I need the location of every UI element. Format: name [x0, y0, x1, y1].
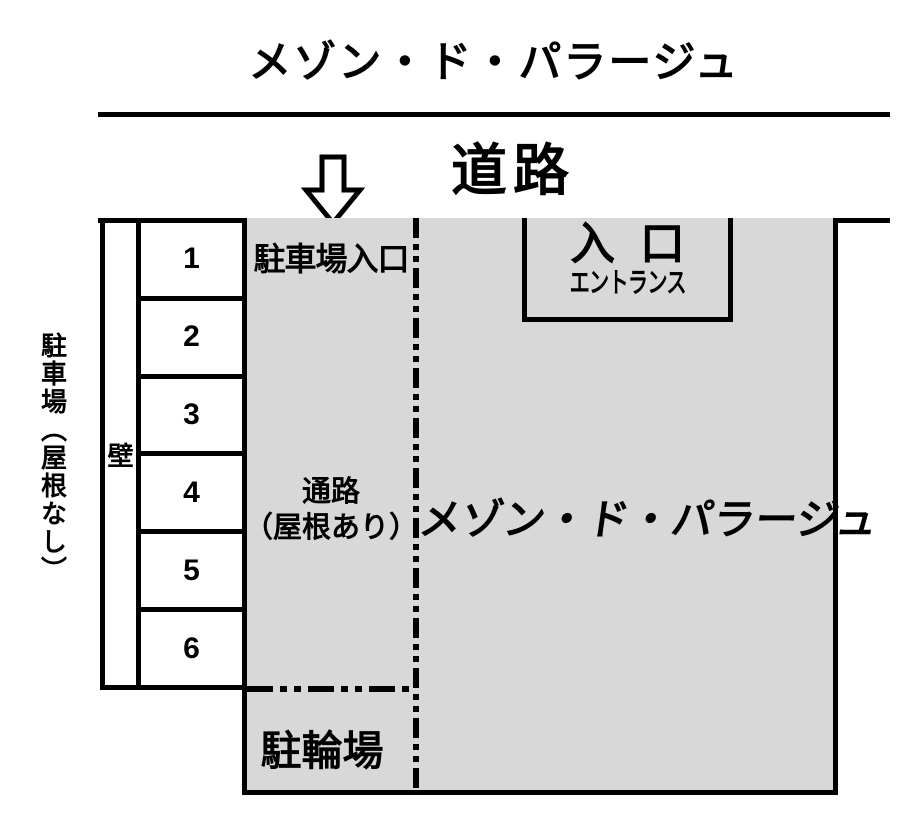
parking-space-2: 2 — [141, 301, 242, 379]
bicycle-area-boundary-line — [247, 686, 413, 692]
wall-label: 壁 — [107, 440, 134, 471]
entrance-title: 入口 — [570, 218, 710, 269]
site-area — [247, 218, 838, 795]
parking-space-4: 4 — [141, 456, 242, 535]
passage-label-line2: （屋根あり） — [243, 512, 418, 544]
building-entrance-box: 入口 エントランス — [522, 218, 733, 322]
parking-space-5: 5 — [141, 534, 242, 613]
parking-space-3: 3 — [141, 379, 242, 457]
building-name-label: メゾン・ド・パラージュ — [416, 496, 882, 543]
page-title: メゾン・ド・パラージュ — [248, 39, 740, 87]
title-underline — [98, 112, 890, 117]
passage-building-boundary-line — [413, 218, 419, 790]
site-area-left-border — [242, 685, 247, 795]
parking-entrance-label: 駐車場入口 — [253, 241, 409, 277]
parking-space-6: 6 — [183, 631, 200, 665]
outdoor-parking-label: 駐車場（屋根なし） — [37, 332, 68, 584]
down-arrow-icon — [299, 154, 367, 228]
passage-label: 通路 （屋根あり） — [239, 474, 423, 546]
bicycle-parking-label: 駐輪場 — [260, 728, 384, 774]
wall-column: 壁 — [105, 223, 141, 685]
entrance-subtitle: エントランス — [569, 267, 686, 298]
road-label: 道路 — [451, 139, 575, 202]
parking-space-1: 1 — [141, 223, 242, 301]
passage-label-line1: 通路 — [301, 476, 360, 508]
parking-spaces-box: 壁 1 2 3 4 5 6 — [100, 218, 247, 690]
parking-cells-column: 1 2 3 4 5 6 — [141, 223, 242, 685]
